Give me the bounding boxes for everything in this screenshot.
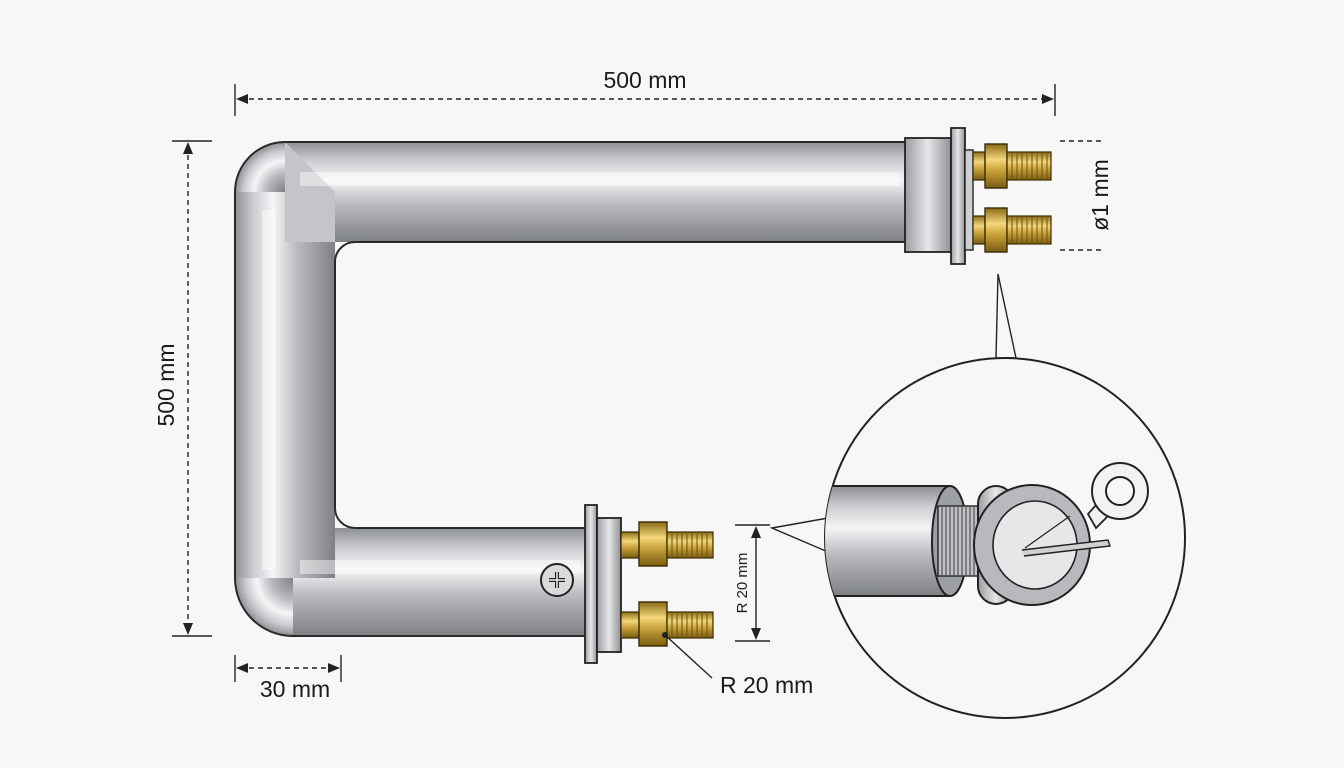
- bottom-terminal-stud-lower: [620, 601, 714, 647]
- top-terminal-stud-upper: [972, 143, 1052, 189]
- dimension-left-height-label: 500 mm: [153, 343, 179, 426]
- dimension-diameter-label: ø1 mm: [1087, 159, 1113, 231]
- dimension-radius-vertical-label: R 20 mm: [734, 553, 751, 614]
- dimension-bottom-offset: 30 mm: [234, 655, 342, 702]
- detail-magnifier: [824, 357, 1186, 719]
- dimension-top-width: 500 mm: [234, 67, 1056, 116]
- top-terminal-stud-lower: [972, 207, 1052, 253]
- dimension-bottom-offset-label: 30 mm: [260, 676, 330, 702]
- dimension-left-height: 500 mm: [153, 140, 212, 637]
- radius-callout: R 20 mm: [662, 632, 813, 698]
- bottom-terminal-stud-upper: [620, 521, 714, 567]
- ring-terminal-icon: [1086, 462, 1149, 530]
- bottom-terminal-head: [584, 504, 622, 664]
- dimension-radius-vertical: R 20 mm: [734, 524, 770, 642]
- radius-callout-label: R 20 mm: [720, 672, 813, 698]
- dimension-diameter: ø1 mm: [1060, 140, 1113, 251]
- cross-screw-icon: [540, 563, 574, 597]
- dimension-top-width-label: 500 mm: [603, 67, 686, 93]
- top-terminal-head: [904, 127, 974, 265]
- heating-tube: [234, 141, 910, 637]
